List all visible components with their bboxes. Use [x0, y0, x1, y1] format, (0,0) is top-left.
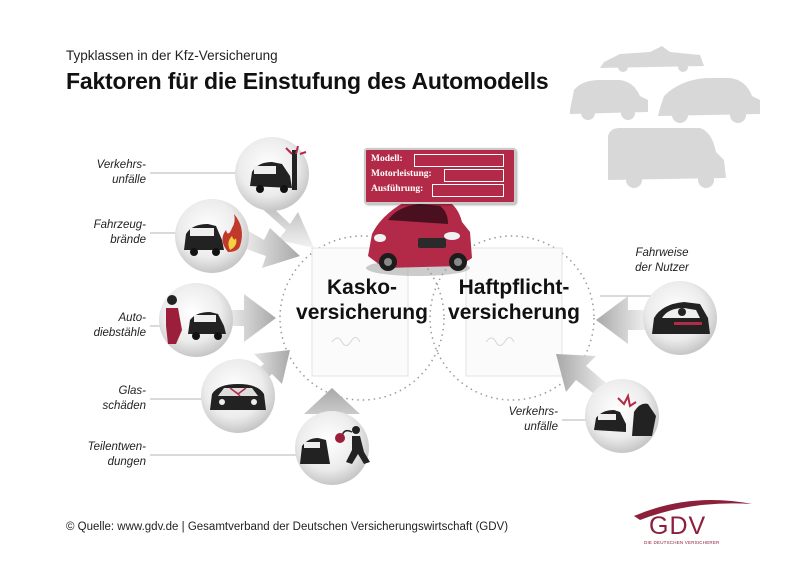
collision-icon	[594, 392, 656, 436]
car-thief-icon	[166, 295, 226, 344]
factor-label-line: dungen	[107, 456, 146, 468]
partial-theft-icon	[300, 426, 370, 464]
kasko-line1: Kasko-	[326, 276, 398, 299]
plate-label-version: Ausführung:	[371, 184, 424, 194]
factor-label-theft: Auto- diebstähle	[40, 311, 146, 341]
factor-label-line: Teilentwen-	[87, 441, 146, 453]
factor-label-line: Auto-	[118, 312, 147, 324]
haftpflicht-document	[465, 247, 563, 377]
plate-field-version	[432, 184, 504, 197]
arrow-theft	[224, 294, 276, 342]
label-connectors	[150, 172, 652, 456]
factor-label-line: Verkehrs-	[96, 159, 146, 171]
subtitle: Typklassen in der Kfz-Versicherung	[66, 48, 278, 63]
kasko-ring	[279, 235, 445, 401]
kasko-line2: versicherung	[296, 301, 428, 324]
plate-label-power: Motorleistung:	[371, 169, 432, 179]
kasko-label: Kasko- versicherung	[282, 275, 442, 325]
factor-label-line: brände	[110, 234, 146, 246]
haftpflicht-line2: versicherung	[448, 301, 580, 324]
factor-label-fires: Fahrzeug- brände	[40, 218, 146, 248]
factor-label-line: Verkehrs-	[508, 406, 558, 418]
car-crash-icon	[250, 145, 307, 193]
arrow-fires	[238, 226, 300, 268]
factor-label-partial-theft: Teilentwen- dungen	[40, 440, 146, 470]
factor-label-glass: Glas- schäden	[40, 384, 146, 414]
plate-field-model	[414, 154, 504, 167]
factor-label-line: der Nutzer	[635, 262, 689, 274]
vehicle-silhouettes	[570, 46, 760, 188]
broken-glass-icon	[210, 384, 266, 410]
gdv-logo-swoosh	[634, 500, 752, 520]
convertible-icon	[600, 46, 704, 72]
factor-label-line: unfälle	[524, 421, 558, 433]
small-car-icon	[570, 80, 648, 120]
kasko-signature	[331, 336, 361, 346]
factor-label-line: Glas-	[118, 385, 146, 397]
plate-field-power	[444, 169, 504, 182]
factor-circle-partial-theft	[295, 411, 369, 485]
factor-label-line: diebstähle	[93, 327, 146, 339]
factor-label-line: Fahrzeug-	[93, 219, 146, 231]
driver-icon	[652, 302, 710, 334]
factor-label-driving-style: Fahrweise der Nutzer	[612, 246, 712, 276]
source-footer: © Quelle: www.gdv.de | Gesamtverband der…	[66, 521, 509, 533]
haftpflicht-ring	[429, 235, 595, 401]
haftpflicht-line1: Haftpflicht-	[458, 276, 570, 299]
plate-label-model: Modell:	[371, 154, 403, 164]
factor-label-right-accidents: Verkehrs- unfälle	[452, 405, 558, 435]
gdv-logo-subtext: DIE DEUTSCHEN VERSICHERER	[644, 540, 720, 545]
arrow-driving-style	[596, 296, 648, 344]
haftpflicht-signature	[485, 336, 515, 346]
factor-label-line: schäden	[102, 400, 146, 412]
gdv-logo-text: GDV	[649, 512, 707, 540]
van-icon	[608, 128, 726, 188]
factor-label-line: unfälle	[112, 174, 146, 186]
factor-label-accidents: Verkehrs- unfälle	[40, 158, 146, 188]
suv-icon	[658, 78, 760, 123]
type-plate: Modell: Motorleistung: Ausführung:	[364, 148, 516, 204]
factor-label-line: Fahrweise	[635, 247, 689, 259]
car-fire-icon	[184, 214, 242, 256]
page-title: Faktoren für die Einstufung des Automode…	[66, 68, 549, 94]
haftpflicht-label: Haftpflicht- versicherung	[434, 275, 594, 325]
red-car-icon	[366, 198, 472, 276]
